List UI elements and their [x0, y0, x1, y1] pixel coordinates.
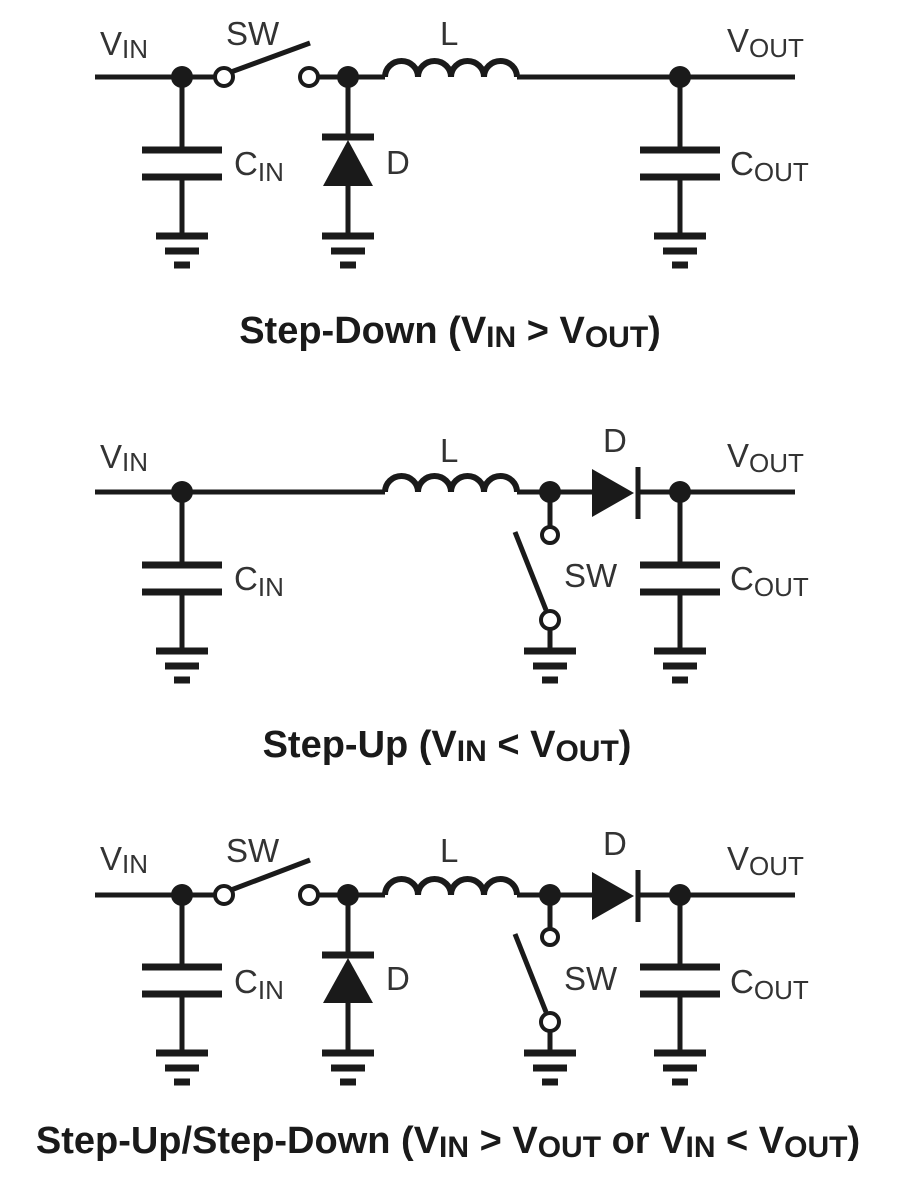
- switch-terminal: [539, 609, 561, 631]
- ground-icon: [654, 1053, 706, 1082]
- inductor-icon: [382, 58, 520, 78]
- switch-label: SW: [564, 557, 618, 594]
- ground-icon: [524, 651, 576, 680]
- switch-label: SW: [226, 15, 280, 52]
- caption-step-up-step-down: Step-Up/Step-Down (VIN > VOUT or VIN < V…: [36, 1120, 860, 1164]
- diode-label: D: [386, 960, 410, 997]
- ground-icon: [654, 236, 706, 265]
- switch-label: SW: [564, 960, 618, 997]
- switch-blade: [512, 933, 549, 1013]
- cout-label: COUT: [730, 145, 809, 187]
- inductor-icon: [382, 473, 520, 493]
- step-up-circuit: VIN L D VOUT CIN SW COUT Step-Up (VIN < …: [95, 422, 809, 768]
- diode-label: D: [603, 422, 627, 459]
- diode-label: D: [386, 144, 410, 181]
- ground-icon: [654, 651, 706, 680]
- inductor-icon: [382, 876, 520, 896]
- ground-icon: [322, 1053, 374, 1082]
- diode-icon: [323, 958, 373, 1003]
- step-up-step-down-circuit: VIN SW L D VOUT CIN D SW COUT Step-Up/St…: [36, 825, 860, 1164]
- switch-blade: [512, 531, 549, 611]
- ground-icon: [156, 1053, 208, 1082]
- vin-label: VIN: [100, 840, 148, 879]
- vout-label: VOUT: [727, 437, 804, 478]
- diode-label: D: [603, 825, 627, 862]
- diode-icon: [592, 872, 634, 920]
- inductor-label: L: [440, 432, 458, 469]
- switch-terminal: [540, 525, 560, 545]
- diode-icon: [592, 469, 634, 517]
- cout-label: COUT: [730, 560, 809, 602]
- caption-step-down: Step-Down (VIN > VOUT): [239, 310, 661, 354]
- cin-label: CIN: [234, 560, 284, 602]
- diode-icon: [323, 140, 373, 186]
- cin-label: CIN: [234, 145, 284, 187]
- switch-terminal: [298, 66, 320, 88]
- switch-terminal: [213, 66, 235, 88]
- vin-label: VIN: [100, 438, 148, 477]
- switch-terminal: [298, 884, 320, 906]
- cin-label: CIN: [234, 963, 284, 1005]
- switch-terminal: [539, 1011, 561, 1033]
- vin-label: VIN: [100, 25, 148, 64]
- vout-label: VOUT: [727, 840, 804, 881]
- switch-label: SW: [226, 832, 280, 869]
- cout-label: COUT: [730, 963, 809, 1005]
- ground-icon: [524, 1053, 576, 1082]
- ground-icon: [156, 651, 208, 680]
- switch-blade: [230, 857, 311, 893]
- switch-terminal: [213, 884, 235, 906]
- caption-step-up: Step-Up (VIN < VOUT): [263, 724, 632, 768]
- step-down-circuit: VIN SW L VOUT CIN D COUT Step-Down (VIN …: [95, 15, 809, 354]
- switch-blade: [230, 40, 311, 75]
- ground-icon: [322, 236, 374, 265]
- ground-icon: [156, 236, 208, 265]
- vout-label: VOUT: [727, 22, 804, 63]
- inductor-label: L: [440, 832, 458, 869]
- switch-terminal: [540, 927, 560, 947]
- inductor-label: L: [440, 15, 458, 52]
